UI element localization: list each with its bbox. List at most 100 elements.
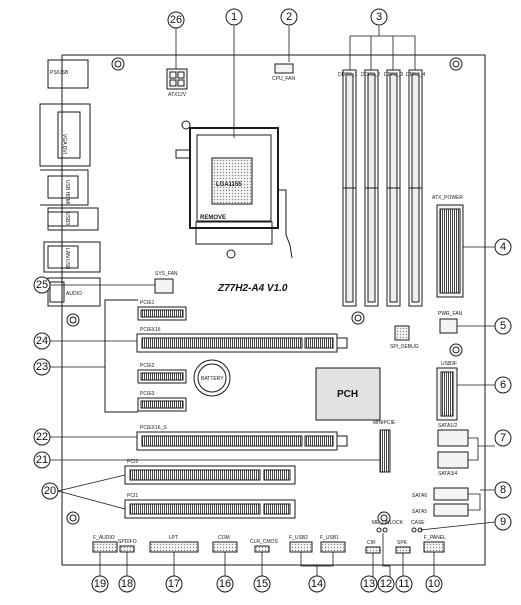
callout-16: 16	[219, 578, 231, 590]
sata34-label: SATA3/4	[438, 471, 457, 477]
lpt-label: LPT	[169, 535, 178, 541]
callout-8: 8	[500, 484, 506, 496]
callout-9: 9	[500, 516, 506, 528]
rear-io-panel	[39, 59, 101, 307]
callout-11: 11	[398, 578, 409, 590]
ddr3-2-label: DDR3_2	[361, 72, 380, 78]
com-header	[212, 541, 238, 553]
pcie1-label: PCIE1	[140, 300, 155, 306]
usb3-label: USB3	[64, 212, 70, 225]
callout-26: 26	[170, 14, 182, 26]
callout-21: 21	[36, 454, 48, 466]
ddr3-4-label: DDR3_4	[406, 72, 425, 78]
vga-dvi-label: VGA DVI	[61, 134, 67, 154]
dimm-slots	[342, 69, 423, 307]
pci2-label: PCI2	[127, 459, 138, 465]
callout-20: 20	[44, 485, 56, 497]
minipcie-slot	[379, 429, 391, 473]
callout-10: 10	[428, 578, 440, 590]
pcie3-slot	[137, 397, 187, 412]
callout-12: 12	[380, 578, 392, 590]
callout-circles	[33, 8, 512, 593]
clr-cmos-header	[254, 545, 270, 553]
case-label: CASE	[411, 520, 425, 526]
pci-slots	[124, 465, 296, 519]
callout-1: 1	[231, 11, 237, 23]
leader-lines	[50, 26, 496, 578]
spk-header	[395, 546, 411, 554]
f-usb2-label: F_USB2	[289, 535, 308, 541]
minipcie-label: MINIPCIE	[373, 420, 396, 426]
callout-15: 15	[256, 578, 268, 590]
board-outline	[61, 54, 486, 566]
f-audio-header	[92, 541, 118, 553]
pcie3-label: PCIE3	[140, 391, 155, 397]
board-model-label: Z77H2-A4 V1.0	[217, 283, 288, 294]
pciex16s-slot	[136, 431, 348, 451]
cpu-fan-label: CPU_FAN	[272, 76, 295, 82]
sata5-connector	[433, 503, 469, 517]
lan-usb-label: LAN USB	[64, 248, 70, 270]
ddr3-3-label: DDR3_3	[384, 72, 403, 78]
sata12-connector	[437, 429, 469, 447]
callout-3: 3	[376, 11, 382, 23]
f-usb2-header	[289, 541, 313, 553]
com-label: COM	[218, 535, 230, 541]
me-unlock-case-pins	[376, 527, 423, 533]
atx12v-connector	[166, 68, 188, 90]
sata34-connector	[437, 451, 469, 469]
callout-25: 25	[36, 279, 48, 291]
ps2-label: PS/USB	[50, 70, 69, 76]
atx12v-label: ATX12V	[168, 92, 187, 98]
pch-label: PCH	[337, 389, 358, 400]
spk-label: SPK	[397, 540, 408, 546]
callout-4: 4	[500, 241, 506, 253]
sys-fan-header	[154, 278, 174, 294]
battery-label: BATTERY	[201, 376, 224, 382]
sata6-label: SATA6	[412, 493, 427, 499]
socket-label: LGA1155	[216, 182, 242, 188]
lpt-header	[149, 541, 199, 553]
pci1-label: PCI1	[127, 493, 138, 499]
component-labels: Z77H2-A4 V1.0 LGA1155 REMOVE PCH BATTERY…	[50, 70, 463, 546]
callout-19: 19	[94, 578, 106, 590]
callout-5: 5	[500, 320, 506, 332]
callout-22: 22	[36, 431, 48, 443]
f-audio-label: F_AUDIO	[93, 535, 115, 541]
pcie2-slot	[137, 369, 187, 384]
callout-17: 17	[168, 578, 180, 590]
callout-6: 6	[500, 379, 506, 391]
ddr3-1-label: DDR3_1	[338, 72, 357, 78]
f-usb1-label: F_USB1	[320, 535, 339, 541]
usb3f-label: USB3F	[441, 361, 457, 367]
pcie2-label: PCIE2	[140, 363, 155, 369]
cir-label: CIR	[367, 540, 376, 546]
usb-hdmi-label: USB HDMI	[64, 180, 70, 204]
sata12-label: SATA1/2	[438, 423, 457, 429]
callout-2: 2	[286, 11, 292, 23]
f-panel-header	[423, 541, 445, 553]
cpu-socket	[175, 127, 293, 259]
callout-23: 23	[36, 361, 48, 373]
cir-header	[365, 546, 381, 554]
callout-7: 7	[500, 432, 506, 444]
f-usb1-header	[320, 541, 346, 553]
sata5-label: SATA5	[412, 509, 427, 515]
spdif-header	[119, 545, 135, 553]
battery	[193, 359, 231, 397]
pciex16-label: PCIEX16	[140, 327, 161, 333]
remove-label: REMOVE	[200, 215, 226, 221]
clr-cmos-label: CLR_CMOS	[250, 539, 278, 545]
sata6-connector	[433, 487, 469, 501]
callout-13: 13	[363, 578, 375, 590]
pch-chip	[315, 367, 381, 421]
mounting-holes	[66, 57, 463, 525]
me-unlock-label: ME_UNLOCK	[372, 520, 404, 526]
pciex16-slot	[136, 333, 348, 353]
callout-numbers: 1 2 3 4 5 6 7 8 9 10 11 12 13 14 15 16 1…	[36, 11, 506, 590]
cpu-fan-header	[274, 63, 294, 74]
callout-14: 14	[311, 578, 323, 590]
callout-24: 24	[36, 335, 48, 347]
